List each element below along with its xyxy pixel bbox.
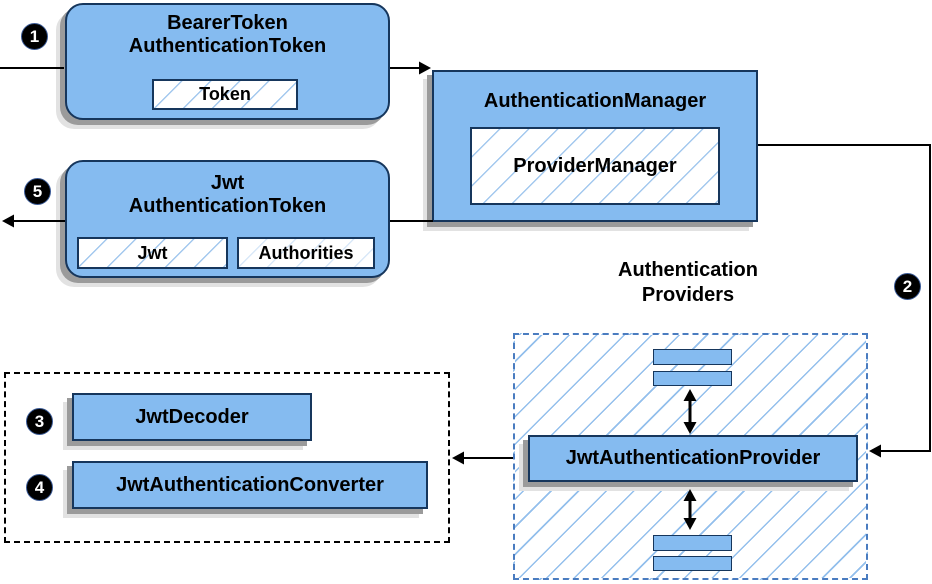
authentication-providers-heading: Authentication Providers: [618, 259, 758, 306]
authorities-field-label: Authorities: [258, 242, 354, 263]
arrowhead-icon: [452, 451, 464, 465]
step-5-number: 5: [32, 181, 43, 201]
provider-slot-bar: [653, 535, 732, 551]
token-field-label: Token: [199, 84, 251, 104]
step-3-number: 3: [34, 411, 45, 431]
arrowhead-icon: [869, 444, 881, 458]
bearer-token-authentication-token-node: BearerToken AuthenticationToken Token: [65, 3, 390, 120]
step-2-number: 2: [902, 276, 913, 296]
jwt-decoder-box: JwtDecoder: [72, 393, 312, 441]
step-1-number: 1: [29, 26, 40, 46]
jwt-authentication-converter-label: JwtAuthenticationConverter: [116, 473, 384, 496]
step-1-badge: 1: [21, 23, 48, 50]
jwt-authentication-token-node: Jwt AuthenticationToken Jwt Authorities: [65, 160, 390, 278]
step-3-badge: 3: [26, 408, 53, 435]
authentication-providers-container: JwtAuthenticationProvider: [513, 333, 868, 580]
authentication-manager-node: AuthenticationManager ProviderManager: [432, 70, 758, 222]
provider-slot-bar: [653, 371, 732, 386]
arrowhead-icon: [2, 214, 14, 228]
provider-manager-field-label: ProviderManager: [513, 154, 677, 177]
provider-manager-field: ProviderManager: [470, 127, 720, 205]
jwt-field-label: Jwt: [137, 242, 168, 263]
jwt-authentication-converter-box: JwtAuthenticationConverter: [72, 461, 428, 509]
step-2-badge: 2: [894, 273, 921, 300]
provider-slot-bar: [653, 349, 732, 365]
token-field: Token: [152, 79, 298, 110]
arrowhead-icon: [419, 61, 431, 75]
jwt-authentication-token-title: Jwt AuthenticationToken: [128, 172, 327, 217]
jwt-decoder-label: JwtDecoder: [135, 405, 249, 428]
provider-slot-bar: [653, 556, 732, 571]
authorities-field: Authorities: [237, 237, 375, 269]
bearer-token-authentication-token-title: BearerToken AuthenticationToken: [128, 12, 327, 57]
jwt-tools-container: JwtDecoder JwtAuthenticationConverter: [4, 372, 450, 543]
authentication-manager-title: AuthenticationManager: [483, 90, 707, 112]
jwt-authentication-provider-box: JwtAuthenticationProvider: [528, 435, 858, 482]
step-4-number: 4: [34, 477, 45, 497]
jwt-field: Jwt: [77, 237, 228, 269]
step-4-badge: 4: [26, 474, 53, 501]
jwt-authentication-provider-label: JwtAuthenticationProvider: [565, 447, 821, 469]
step-5-badge: 5: [24, 178, 51, 205]
